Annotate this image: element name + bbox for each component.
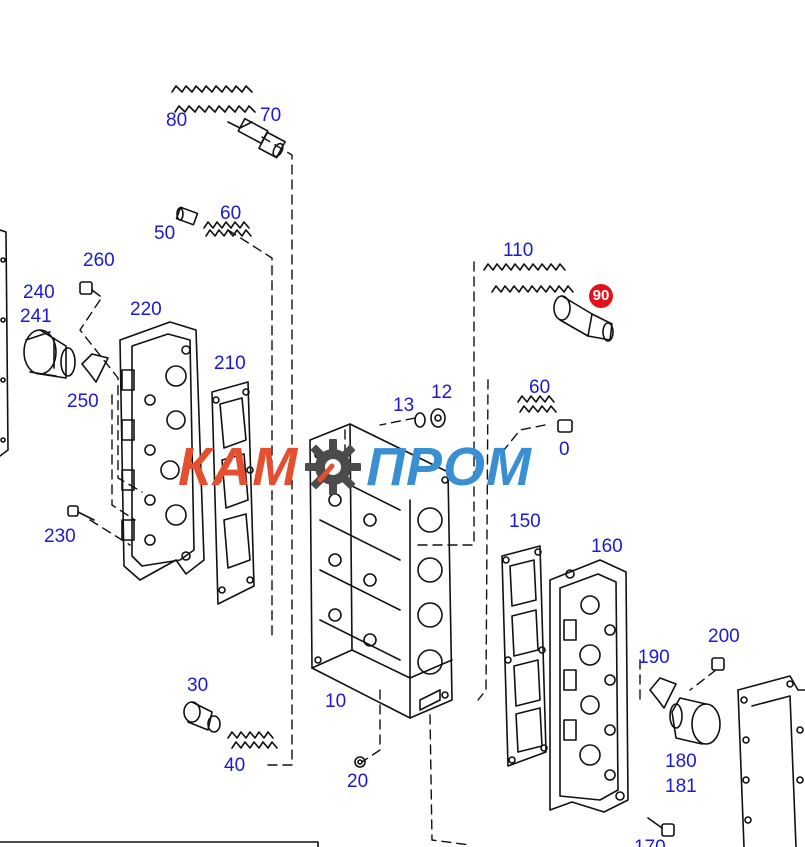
edge-gasket-right <box>737 675 805 847</box>
plug-50 <box>175 206 199 226</box>
logo-text-kam: КАМ <box>178 437 299 497</box>
callout-250: 250 <box>67 391 99 412</box>
callout-200: 200 <box>708 626 740 647</box>
plug-30 <box>183 701 221 733</box>
bolt-170 <box>647 817 675 837</box>
callout-40: 40 <box>224 755 246 776</box>
plug-12 <box>430 408 446 428</box>
valve-body-160 <box>549 559 629 813</box>
callout-50: 50 <box>154 223 176 244</box>
callout-150: 150 <box>509 511 541 532</box>
bolt-230 <box>67 505 95 521</box>
callout-260: 260 <box>83 250 115 271</box>
callout-30: 30 <box>187 675 209 696</box>
callout-0: 0 <box>559 439 570 460</box>
spring-40 <box>227 731 278 749</box>
bracket-190 <box>649 677 677 709</box>
callout-210: 210 <box>214 353 246 374</box>
callout-12: 12 <box>431 382 453 403</box>
callout-240: 240 <box>23 282 55 303</box>
callout-160: 160 <box>591 536 623 557</box>
bolt-200 <box>711 657 725 671</box>
bolt-260 <box>79 281 101 297</box>
spring-60b <box>517 395 573 433</box>
gear-icon <box>305 439 362 495</box>
callout-60b: 60 <box>529 377 551 398</box>
bottom-frame-line <box>0 841 319 847</box>
callout-230: 230 <box>44 526 76 547</box>
spring-110 <box>483 263 574 293</box>
logo-text-prom: ПРОМ <box>366 437 533 497</box>
spring-80 <box>171 85 256 113</box>
main-valve-body-10 <box>309 423 453 719</box>
callout-90-highlight: 90 <box>589 284 613 308</box>
spring-60a <box>203 221 252 237</box>
bracket-250 <box>81 353 109 383</box>
edge-gasket-left <box>0 229 9 457</box>
valve-body-220 <box>119 321 205 581</box>
callout-180: 180 <box>665 751 697 772</box>
valve-spool-70 <box>227 117 286 159</box>
watermark-logo: КАМ ПРОМ <box>178 432 532 502</box>
solenoid-240 <box>23 329 76 379</box>
solenoid-180 <box>669 697 721 745</box>
leader-lines <box>79 136 717 846</box>
callout-220: 220 <box>130 299 162 320</box>
gasket-210 <box>211 381 255 605</box>
callout-110: 110 <box>503 240 534 261</box>
callout-181: 181 <box>665 776 697 797</box>
callout-241: 241 <box>20 306 52 327</box>
callout-20: 20 <box>347 771 369 792</box>
callout-80: 80 <box>166 110 188 131</box>
callout-13: 13 <box>393 395 415 416</box>
plug-20 <box>354 756 366 768</box>
callout-170: 170 <box>634 838 666 847</box>
spool-90 <box>553 295 614 342</box>
callout-70: 70 <box>260 105 282 126</box>
callout-10: 10 <box>325 691 347 712</box>
callout-190: 190 <box>638 647 670 668</box>
gasket-150 <box>501 545 548 767</box>
oring-13 <box>414 412 426 428</box>
callout-60a: 60 <box>220 203 242 224</box>
